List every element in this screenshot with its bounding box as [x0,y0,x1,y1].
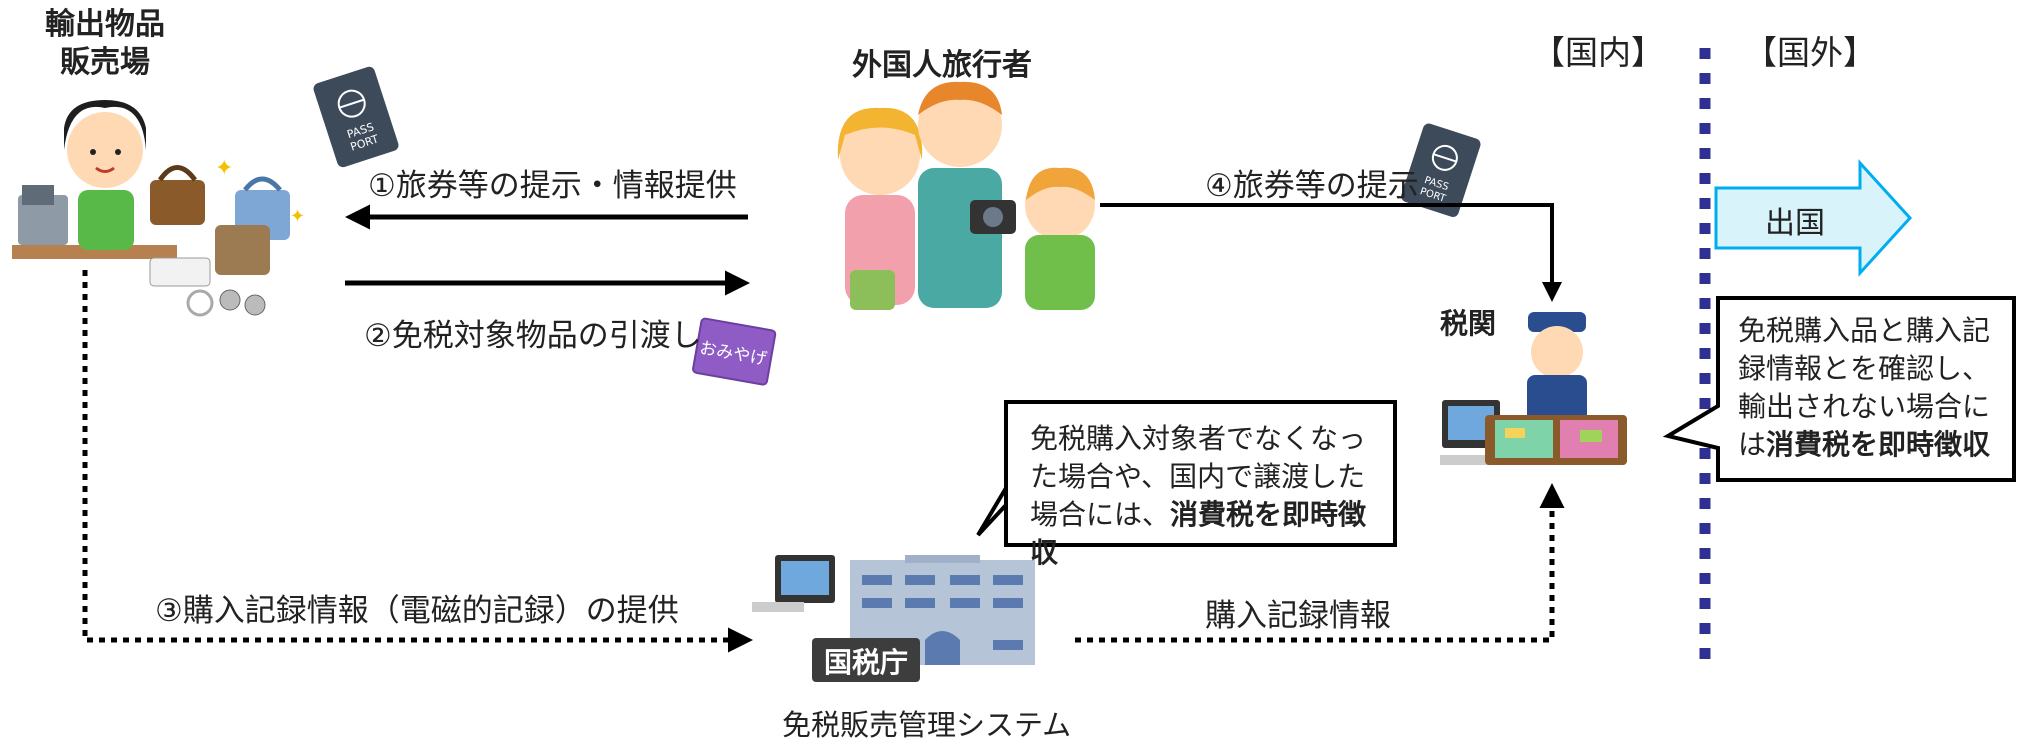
clerk-head [67,112,143,188]
handbag-icon [150,180,205,225]
nta-badge-text: 国税庁 [824,646,908,679]
tax-agency-illustration: 国税庁 [752,555,1035,682]
customs-officer-cap [1528,312,1586,332]
region-domestic: 【国内】 [1532,33,1664,72]
svg-text:✦: ✦ [215,156,233,181]
step4-label: ④旅券等の提示 [1205,168,1419,204]
callout-center-emphasis: 消費税を即時徴収 [1030,498,1367,569]
tourists-title: 外国人旅行者 [852,48,1032,83]
callout-center-text: 免税購入対象者でなくなった場合や、国内で譲渡した場合には、消費税を即時徴収 [1030,420,1385,572]
callout-bubble-center [976,400,1397,547]
callout-center-body: 免税購入対象者でなくなった場合や、国内で譲渡した場合には、 [1030,422,1367,531]
step2-label: ②免税対象物品の引渡し [364,318,702,354]
passport-icon: PASS PORT [313,66,399,168]
svg-text:✦: ✦ [290,206,305,227]
tourists-illustration [837,81,1095,310]
callout-right-text: 免税購入品と購入記録情報とを確認し、輸出されない場合には消費税を即時徴収 [1738,312,2008,464]
store-illustration: ✦ ✦ [12,100,305,317]
store-counter [12,245,177,259]
arrow-step4 [1100,203,1562,302]
arrow-step3 [82,270,753,653]
callout-right-body: 免税購入品と購入記録情報とを確認し、輸出されない場合には [1738,314,1991,461]
handbag-icon [215,225,270,275]
clerk-body [78,190,134,250]
goods-tray [149,257,211,287]
step3-label: ③購入記録情報（電磁的記録）の提供 [155,593,679,629]
store-title: 輸出物品 販売場 [45,7,165,80]
departure-arrow [1714,159,1913,277]
departure-label: 出国 [1765,206,1825,241]
nta-badge [812,638,920,682]
arrow-record-info [1075,483,1565,643]
record-info-label: 購入記録情報 [1205,598,1391,634]
passport-icon: PASS PORT [1401,123,1481,217]
watch-icon [219,289,241,311]
system-label: 免税販売管理システム [782,708,1072,742]
callout-right-emphasis: 消費税を即時徴収 [1766,428,1991,461]
customs-title: 税関 [1440,307,1497,340]
step1-label: ①旅券等の提示・情報提供 [368,168,737,204]
customs-officer-illustration [1440,312,1627,465]
register-icon [18,195,68,245]
region-foreign: 【国外】 [1744,33,1876,72]
souvenir-box-icon: おみやげ [692,317,777,386]
callout-bubble-right [1662,296,2016,482]
